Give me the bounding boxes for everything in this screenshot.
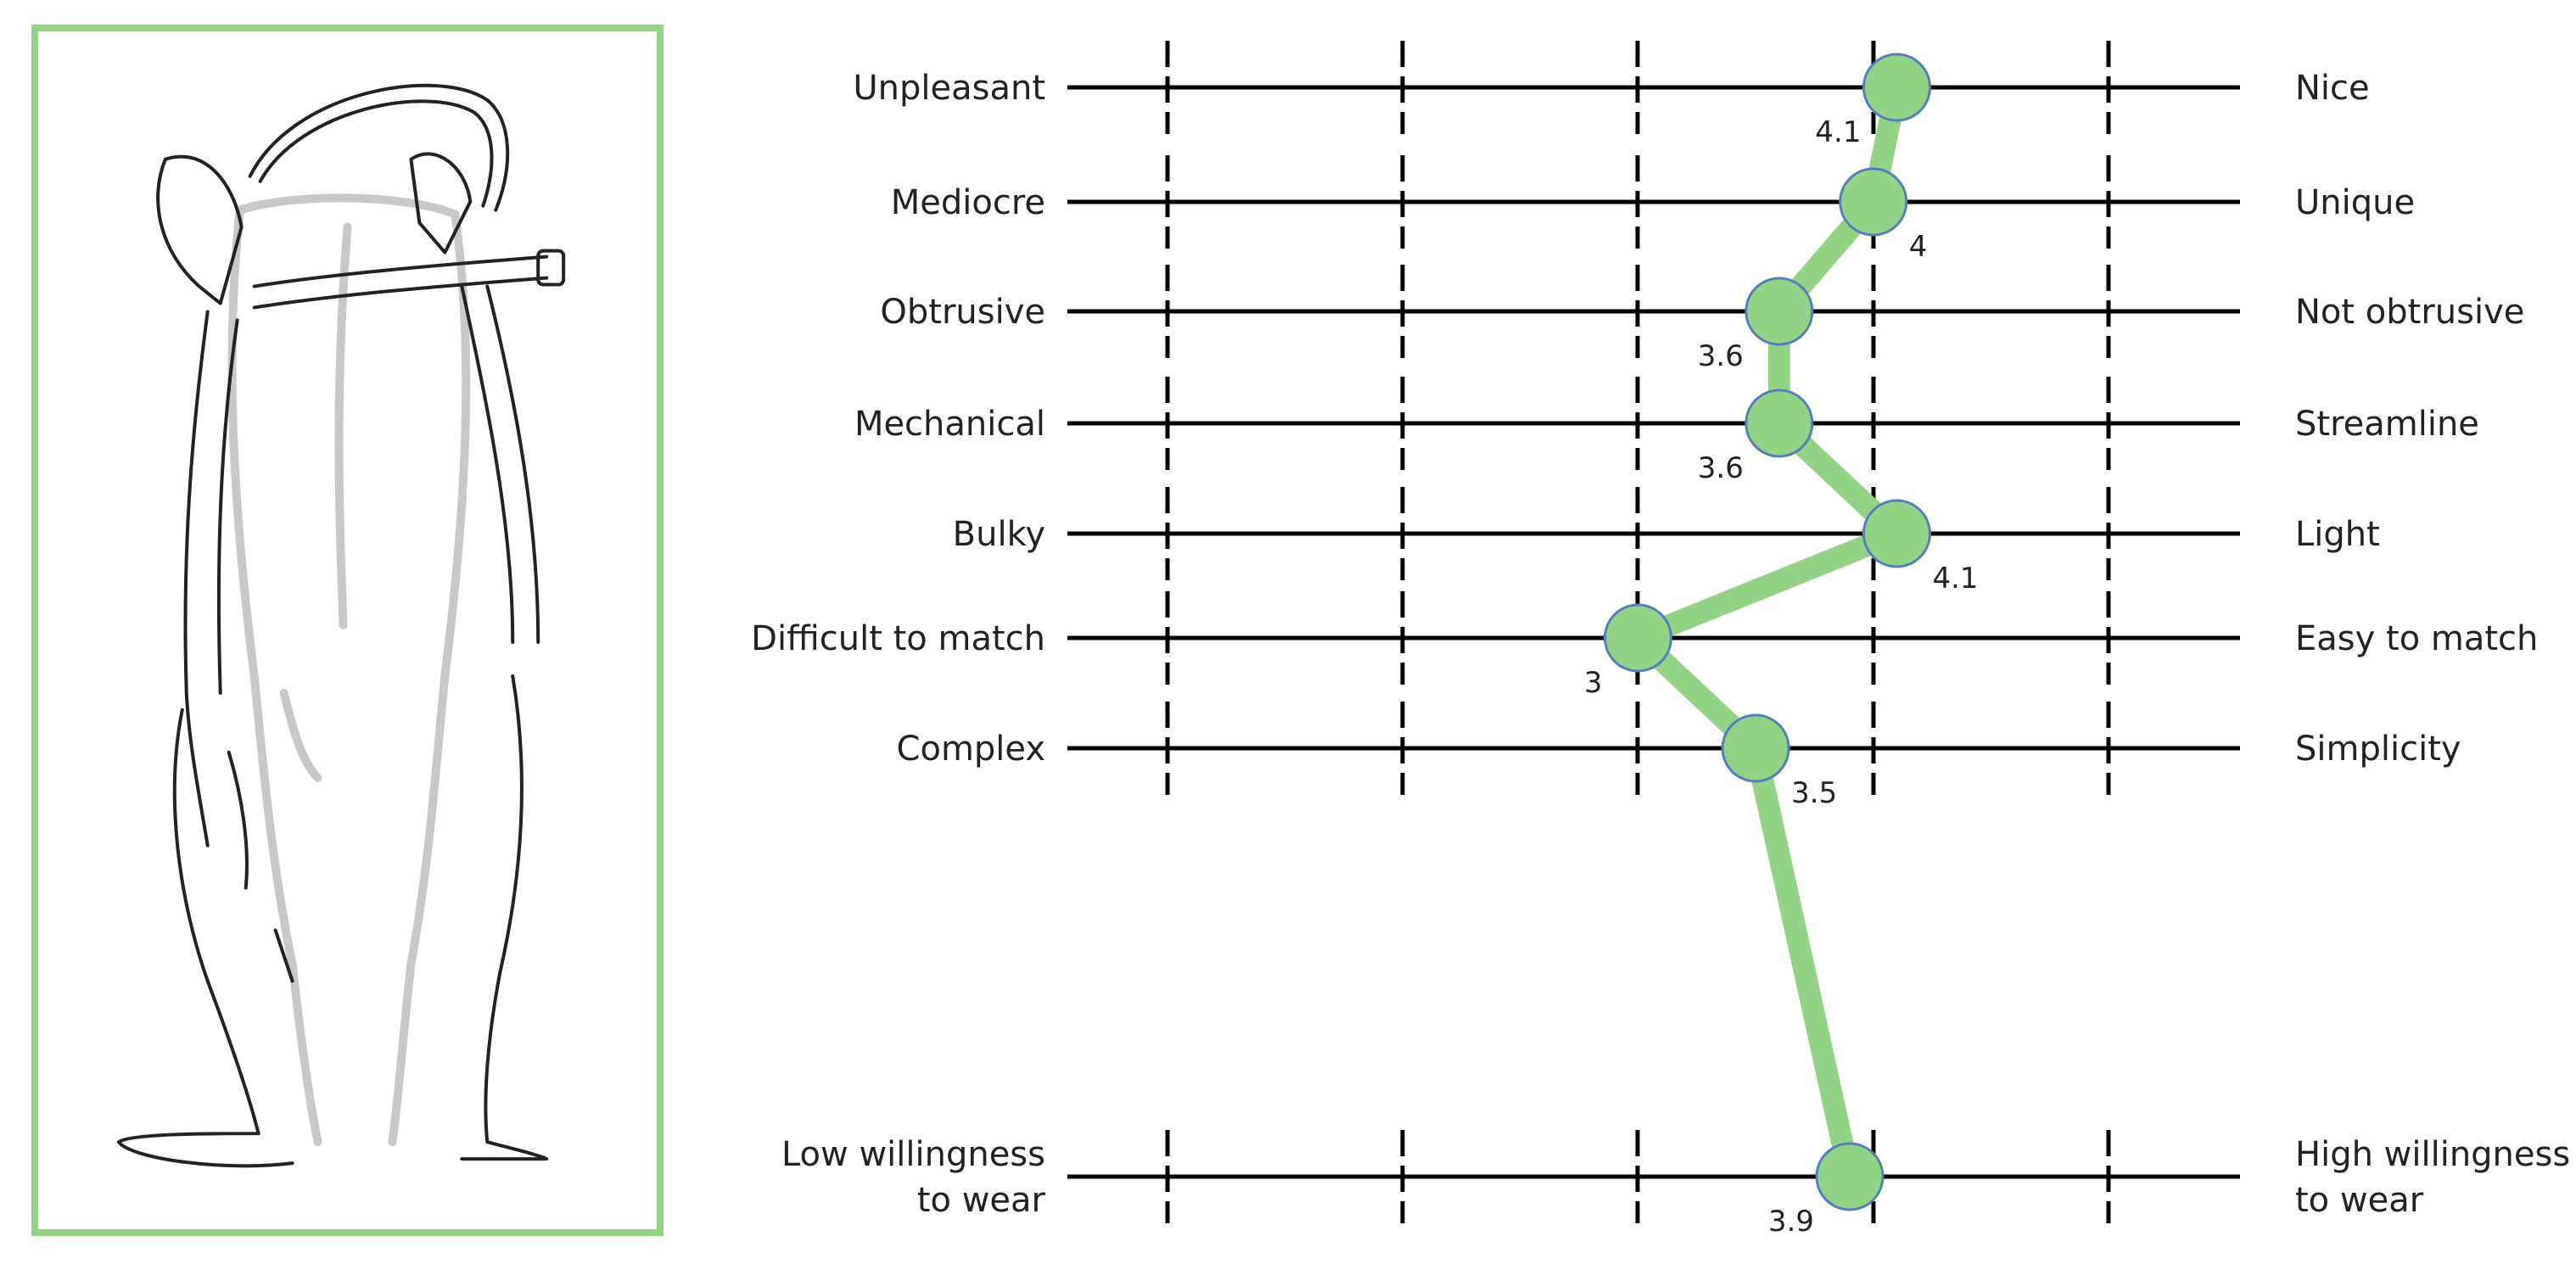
data-label: 4 [1909,230,1928,264]
illustration-panel [31,25,664,1236]
data-point [1815,1142,1884,1211]
data-label: 3.5 [1791,776,1837,810]
data-markers [1604,53,1931,1211]
left-pole-label: Mechanical [854,405,1045,444]
scale-row: Low willingness to wear High willingness to… [781,1130,2570,1223]
profile-line [1627,76,1908,1188]
data-point [1839,167,1908,237]
data-label: 3.9 [1768,1205,1814,1239]
scale-row: Obtrusive Not obtrusive [880,265,2524,358]
right-pole-label: Simplicity [2295,730,2461,769]
leg-exoskeleton-sketch-icon [116,83,566,1168]
left-pole-label: Complex [897,730,1045,769]
scale-row: Difficult to match Easy to match [751,591,2538,685]
left-pole-label: Difficult to match [751,619,1045,658]
left-pole-label: Unpleasant [853,69,1045,108]
right-pole-label: Unique [2295,183,2415,222]
scale-row: Mediocre Unique [891,155,2415,249]
right-pole-label-line: High willingness [2295,1135,2570,1174]
scale-row: Mechanical Streamline [854,377,2479,470]
left-pole-label-line: to wear [917,1181,1046,1220]
left-pole-label: Bulky [953,515,1045,554]
data-point [1744,277,1814,346]
right-pole-label-line: to wear [2295,1181,2424,1220]
data-point [1862,499,1931,568]
right-pole-label: Light [2295,515,2380,554]
data-point [1862,53,1931,122]
data-label: 3.6 [1698,339,1744,373]
right-pole-label: Nice [2295,69,2370,108]
right-pole-label: Streamline [2295,405,2479,444]
left-pole-label-line: Low willingness [781,1135,1045,1174]
data-point [1604,603,1672,673]
scale-row: Unpleasant Nice [853,41,2370,134]
data-label: 4.1 [1932,562,1978,596]
data-point [1721,713,1790,783]
right-pole-label: Not obtrusive [2295,293,2524,332]
left-pole-label: Low willingness to wear [781,1135,1046,1220]
value-labels: 4.1 4 3.6 3.6 4.1 3 3.5 3.9 [1584,115,1979,1239]
scale-row: Bulky Light [953,487,2380,580]
left-pole-label: Obtrusive [880,293,1045,332]
left-pole-label: Mediocre [891,183,1045,222]
scale-row: Complex Simplicity [897,702,2461,795]
data-label: 3.6 [1698,451,1744,485]
right-pole-label: Easy to match [2295,619,2538,658]
right-pole-label: High willingness to wear [2295,1135,2570,1220]
data-label: 4.1 [1815,115,1861,149]
data-point [1744,389,1814,458]
data-label: 3 [1584,666,1603,700]
